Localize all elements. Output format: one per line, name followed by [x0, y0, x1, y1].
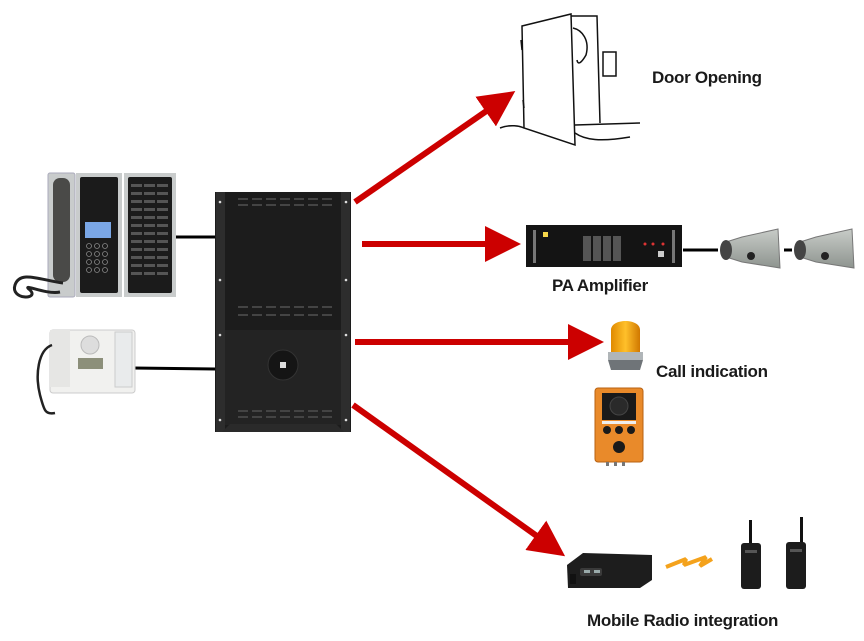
master-station-icon: [13, 172, 176, 299]
horn-speaker-icon: [720, 228, 781, 269]
label-call-indication: Call indication: [656, 362, 768, 381]
arrow-to-door-opening: [353, 91, 516, 205]
industrial-intercom-icon: [594, 387, 644, 466]
desk-intercom-icon: [36, 329, 136, 415]
label-door-opening: Door Opening: [652, 68, 762, 87]
handheld-radio-icon: [741, 520, 761, 589]
handheld-radio-icon: [786, 517, 806, 589]
label-pa-amplifier: PA Amplifier: [552, 276, 648, 295]
arrow-to-mobile-radio: [351, 402, 566, 557]
door-opening-icon: [499, 13, 641, 147]
intercom-cabinet-icon: [215, 192, 351, 432]
mobile-radio-icon: [567, 553, 652, 588]
label-mobile-radio-integration: Mobile Radio integration: [587, 611, 779, 630]
wireless-signal-icon: [665, 555, 714, 569]
pa-amplifier-icon: [526, 225, 682, 267]
warning-beacon-icon: [608, 321, 643, 370]
connector-line-desk-intercom: [132, 366, 216, 371]
horn-speaker-icon: [794, 228, 855, 269]
